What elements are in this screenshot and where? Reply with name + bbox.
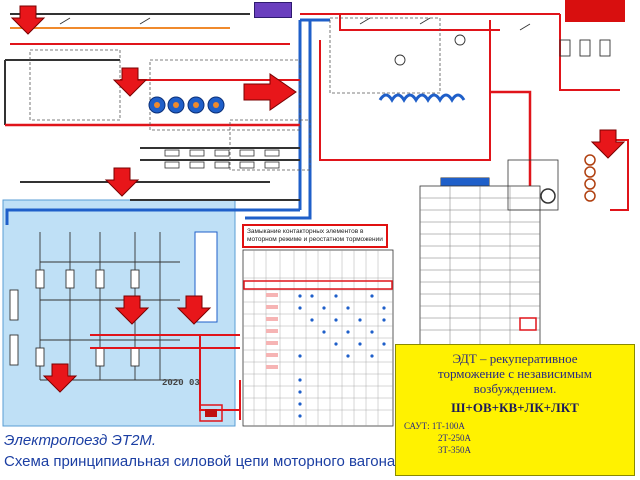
arrow-down-icon: [42, 363, 78, 393]
contact-table-title: Замыкание контакторных элементов в мотор…: [242, 224, 388, 248]
saut-value-1: 1Т-100А: [431, 421, 465, 431]
resistor-row: [164, 149, 280, 169]
info-line-3: возбуждением.: [473, 381, 557, 396]
info-line-1: ЭДТ – рекуперативное: [452, 351, 578, 366]
contact-dots: [298, 294, 386, 418]
saut-block: САУТ: 1Т-100А 2Т-250А 3Т-350А: [404, 420, 634, 456]
component-switches: [59, 17, 611, 66]
wire-bus-top: [4, 13, 629, 330]
contact-values-red: [266, 293, 278, 369]
legend-red-block: [565, 0, 625, 22]
equipment-boxes: [29, 17, 441, 171]
field-winding: [378, 93, 466, 103]
info-formula: Ш+ОВ+КВ+ЛК+ЛКТ: [451, 400, 579, 415]
contact-table-right-grid: [420, 186, 540, 346]
arrow-right-icon: [243, 73, 297, 111]
annotation-arrows: [10, 5, 626, 393]
arrow-down-icon: [104, 167, 140, 197]
arrow-down-icon: [10, 5, 46, 35]
saut-value-3: 3Т-350А: [438, 445, 471, 455]
signal-lamps: [540, 154, 596, 204]
saut-value-2: 2Т-250А: [438, 433, 471, 443]
saut-label: САУТ:: [404, 421, 430, 431]
date-mark: 2020 03: [162, 378, 200, 388]
braking-circuit: [9, 232, 180, 381]
info-box: ЭДТ – рекуперативное торможение с незави…: [395, 344, 635, 476]
info-line-2: торможение с независимым: [437, 366, 593, 381]
contact-table-grid: [243, 250, 393, 426]
diagram-subtitle: Схема принципиальная силовой цепи моторн…: [4, 453, 396, 470]
arrow-down-icon: [590, 129, 626, 159]
arrow-down-icon: [114, 295, 150, 325]
arrow-down-icon: [176, 295, 212, 325]
diagram-title: Электропоезд ЭТ2М.: [4, 432, 157, 449]
braking-red-wires: [90, 334, 241, 422]
legend-purple-block: [254, 2, 292, 18]
motor-coils: [148, 93, 466, 114]
arrow-down-icon: [112, 67, 148, 97]
